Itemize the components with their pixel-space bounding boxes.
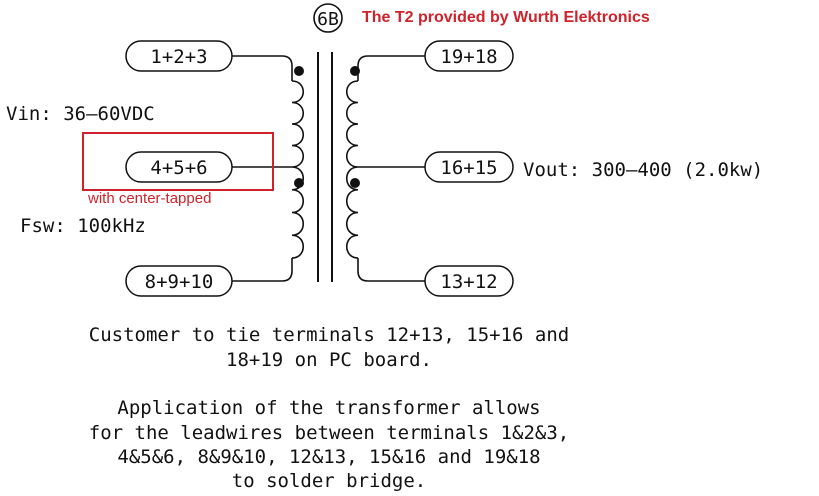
part-label: 6B: [317, 9, 339, 30]
polarity-dot-secondary-center: [350, 178, 360, 188]
terminal-8-9-10-label: 8+9+10: [145, 271, 214, 293]
terminal-16-15-label: 16+15: [440, 157, 497, 179]
primary-leads: [232, 55, 293, 282]
secondary-leads: [357, 55, 425, 282]
note-line: for the leadwires between terminals 1&2&…: [89, 422, 569, 444]
polarity-dot-primary-center: [294, 178, 304, 188]
terminal-19-18-label: 19+18: [440, 46, 497, 68]
primary-winding: [291, 80, 305, 259]
center-tap-highlight: [82, 132, 274, 191]
secondary-winding: [345, 80, 359, 259]
vout-label: Vout: 300–400 (2.0kw): [523, 159, 763, 181]
note-line: 18+19 on PC board.: [226, 349, 432, 371]
note-line: to solder bridge.: [232, 470, 426, 492]
note-line: 4&5&6, 8&9&10, 12&13, 15&16 and 19&18: [117, 446, 540, 468]
wurth-note: The T2 provided by Wurth Elektronics: [362, 9, 650, 26]
terminal-1-2-3-label: 1+2+3: [150, 46, 207, 68]
vin-label: Vin: 36–60VDC: [6, 103, 155, 125]
notes: Customer to tie terminals 12+13, 15+16 a…: [89, 324, 569, 492]
polarity-dot-secondary-top: [350, 66, 360, 76]
terminal-4-5-6-label: 4+5+6: [150, 157, 207, 179]
fsw-label: Fsw: 100kHz: [20, 215, 146, 237]
center-tap-note: with center-tapped: [87, 190, 211, 207]
note-line: Customer to tie terminals 12+13, 15+16 a…: [89, 324, 569, 346]
part-label-circle: [313, 3, 343, 33]
polarity-dot-primary-top: [294, 66, 304, 76]
terminal-13-12-label: 13+12: [440, 271, 497, 293]
note-line: Application of the transformer allows: [117, 397, 540, 419]
